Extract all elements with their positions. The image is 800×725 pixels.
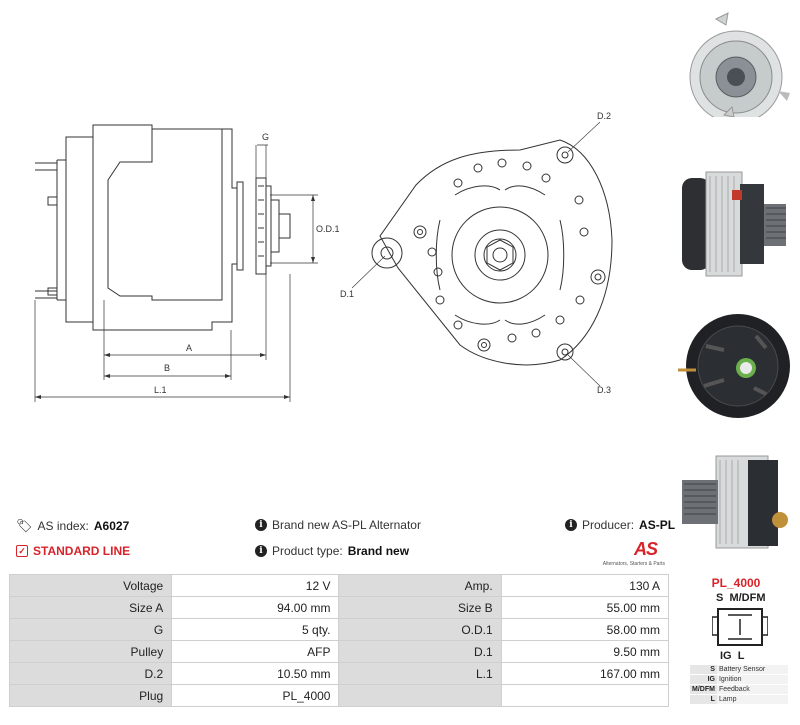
spec-key: Size A (8, 596, 173, 619)
technical-drawing: G O.D.1 A B L.1 D.1 D.2 D.3 (34, 111, 613, 402)
producer-label: Producer: (582, 518, 635, 532)
spec-value: 58.00 mm (500, 618, 670, 641)
label-od1: O.D.1 (316, 224, 340, 234)
standard-line-label: STANDARD LINE (33, 544, 131, 558)
label-d1: D.1 (340, 289, 354, 299)
legend-desc: Ignition (716, 674, 788, 685)
product-type-label: Product type: (272, 544, 343, 558)
product-description: i Brand new AS-PL Alternator (255, 518, 421, 532)
spec-key: D.2 (8, 662, 173, 685)
spec-value: 55.00 mm (500, 596, 670, 619)
spec-value: 5 qty. (171, 618, 340, 641)
dim-a (103, 274, 267, 380)
spec-key: Plug (8, 684, 173, 707)
dim-l1 (34, 274, 291, 402)
as-pl-logo: AS Alternators, Starters & Parts (602, 539, 665, 569)
info-icon: i (255, 545, 267, 557)
plug-diagram (712, 608, 768, 646)
spec-key (338, 684, 502, 707)
as-index: 🏷︎ AS index: A6027 (16, 518, 129, 534)
spec-key: Pulley (8, 640, 173, 663)
legend-code: L (690, 694, 717, 705)
spec-value: 167.00 mm (500, 662, 670, 685)
legend-desc: Feedback (716, 684, 788, 695)
legend-code: IG (690, 674, 717, 685)
legend-desc: Lamp (716, 694, 788, 705)
label-d2: D.2 (597, 111, 611, 121)
spec-key: Amp. (338, 574, 502, 597)
label-g: G (262, 132, 269, 142)
label-l1: L.1 (154, 385, 167, 395)
product-photo-front (689, 12, 790, 117)
label-a: A (186, 343, 192, 353)
spec-value: AFP (171, 640, 340, 663)
spec-key: Size B (338, 596, 502, 619)
standard-line: ✓ STANDARD LINE (16, 544, 130, 558)
info-icon: i (565, 519, 577, 531)
label-b: B (164, 363, 170, 373)
product-photo-angle (682, 455, 788, 549)
logo-mark: AS (633, 539, 658, 559)
product-type-value: Brand new (347, 544, 410, 558)
spec-key: G (8, 618, 173, 641)
spec-value: PL_4000 (171, 684, 340, 707)
producer-value: AS-PL (639, 518, 676, 532)
plug-bottom-labels: IG L (720, 650, 745, 662)
legend-desc: Battery Sensor (716, 665, 788, 675)
as-index-label: AS index: (37, 519, 89, 533)
logo-tagline: Alternators, Starters & Parts (602, 561, 665, 567)
front-view (371, 139, 613, 366)
spec-value: 12 V (171, 574, 340, 597)
spec-value: 10.50 mm (171, 662, 340, 685)
spec-value (500, 684, 670, 707)
spec-value: 130 A (500, 574, 670, 597)
producer: i Producer: AS-PL (565, 518, 675, 532)
spec-key: L.1 (338, 662, 502, 685)
plug-top-labels: S M/DFM (716, 592, 766, 604)
product-photo-rear (678, 314, 790, 418)
legend-code: M/DFM (690, 684, 717, 695)
label-d3: D.3 (597, 385, 611, 395)
product-photo-side (682, 171, 786, 277)
dim-g (255, 144, 268, 178)
info-icon: i (255, 519, 267, 531)
plug-title: PL_4000 (711, 576, 761, 590)
dim-od1 (270, 194, 318, 264)
spec-key: Voltage (8, 574, 173, 597)
brand-new-label: Brand new AS-PL Alternator (272, 518, 421, 532)
tag-icon: 🏷︎ (16, 518, 33, 533)
spec-key: D.1 (338, 640, 502, 663)
spec-value: 94.00 mm (171, 596, 340, 619)
dim-b (104, 330, 232, 380)
checkbox-icon: ✓ (16, 545, 28, 557)
legend-code: S (690, 665, 717, 675)
spec-key: O.D.1 (338, 618, 502, 641)
as-index-value: A6027 (93, 519, 130, 533)
spec-value: 9.50 mm (500, 640, 670, 663)
product-type: i Product type: Brand new (255, 544, 409, 558)
